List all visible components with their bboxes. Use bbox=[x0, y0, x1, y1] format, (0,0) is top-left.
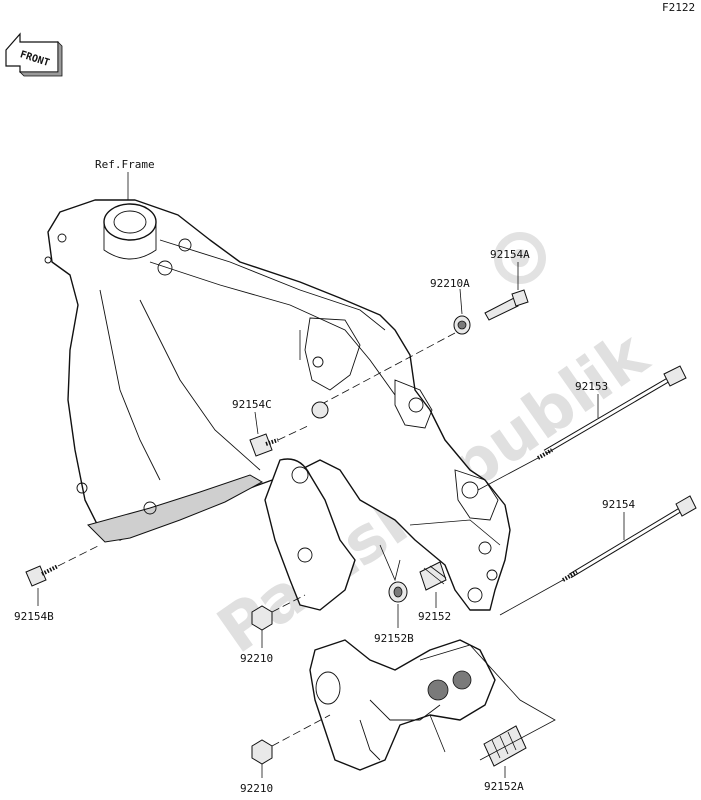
front-arrow-icon: FRONT bbox=[5, 32, 63, 77]
bolt-92154B bbox=[25, 564, 59, 587]
long-bolt-92154 bbox=[562, 495, 697, 582]
label-92153: 92153 bbox=[575, 380, 608, 393]
collar-92152B bbox=[388, 581, 408, 603]
label-92154A: 92154A bbox=[490, 248, 530, 261]
nut-92210-upper bbox=[251, 605, 273, 631]
label-92210A: 92210A bbox=[430, 277, 470, 290]
collar-92152 bbox=[419, 561, 447, 591]
nut-92210-lower bbox=[251, 739, 273, 765]
label-92154B: 92154B bbox=[14, 610, 54, 623]
label-92152A: 92152A bbox=[484, 780, 524, 793]
label-92210-lower: 92210 bbox=[240, 782, 273, 795]
label-92152B: 92152B bbox=[374, 632, 414, 645]
label-92154: 92154 bbox=[602, 498, 635, 511]
diagram-code: F2122 bbox=[662, 1, 695, 14]
nut-92210A bbox=[453, 315, 471, 335]
collar-92152A bbox=[483, 725, 527, 767]
main-frame bbox=[44, 199, 511, 771]
gear-icon bbox=[494, 232, 546, 284]
label-92210-upper: 92210 bbox=[240, 652, 273, 665]
label-92152: 92152 bbox=[418, 610, 451, 623]
bolt-92154A bbox=[484, 289, 529, 321]
bolt-92154C bbox=[249, 433, 279, 457]
long-bolt-92153 bbox=[537, 365, 687, 460]
assembly-guide-lines bbox=[299, 330, 556, 761]
label-92154C: 92154C bbox=[232, 398, 272, 411]
ref-frame-label: Ref.Frame bbox=[95, 158, 155, 171]
